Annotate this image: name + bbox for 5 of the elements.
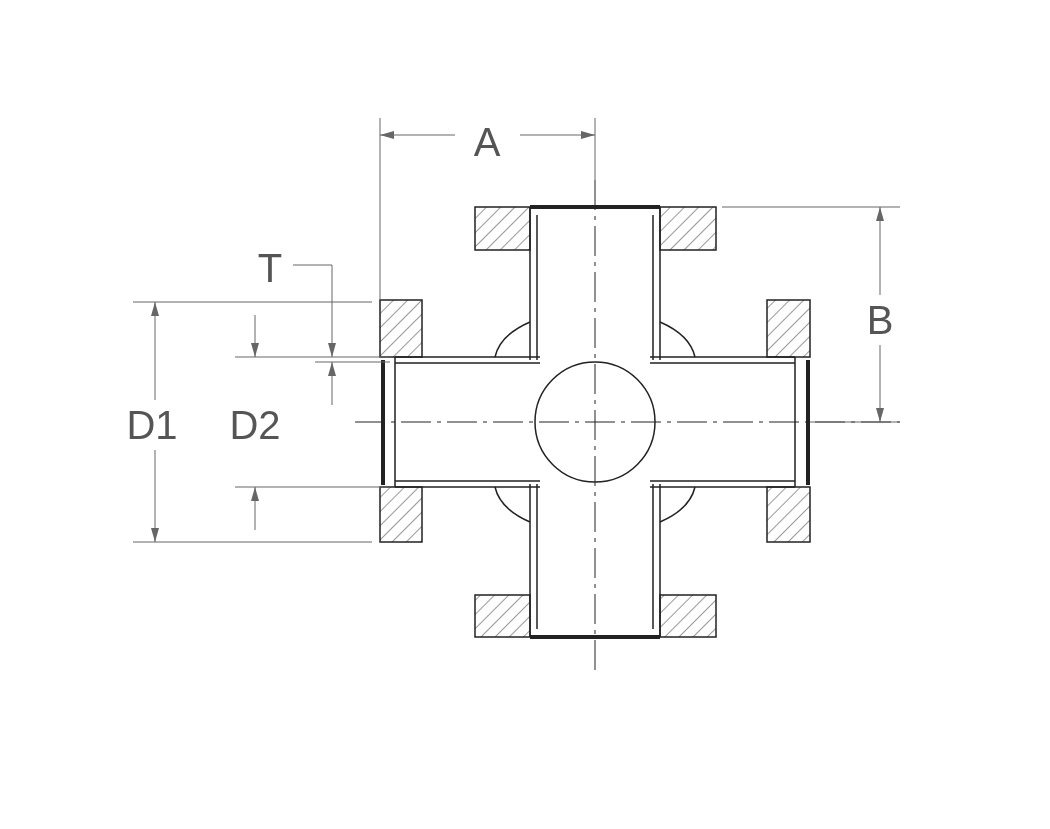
dimension-label: B — [866, 300, 894, 340]
dimension-label: T — [257, 248, 283, 288]
dimension-label: D2 — [229, 405, 281, 445]
dimension-label: A — [473, 122, 501, 162]
dimension-label: D1 — [126, 405, 178, 445]
